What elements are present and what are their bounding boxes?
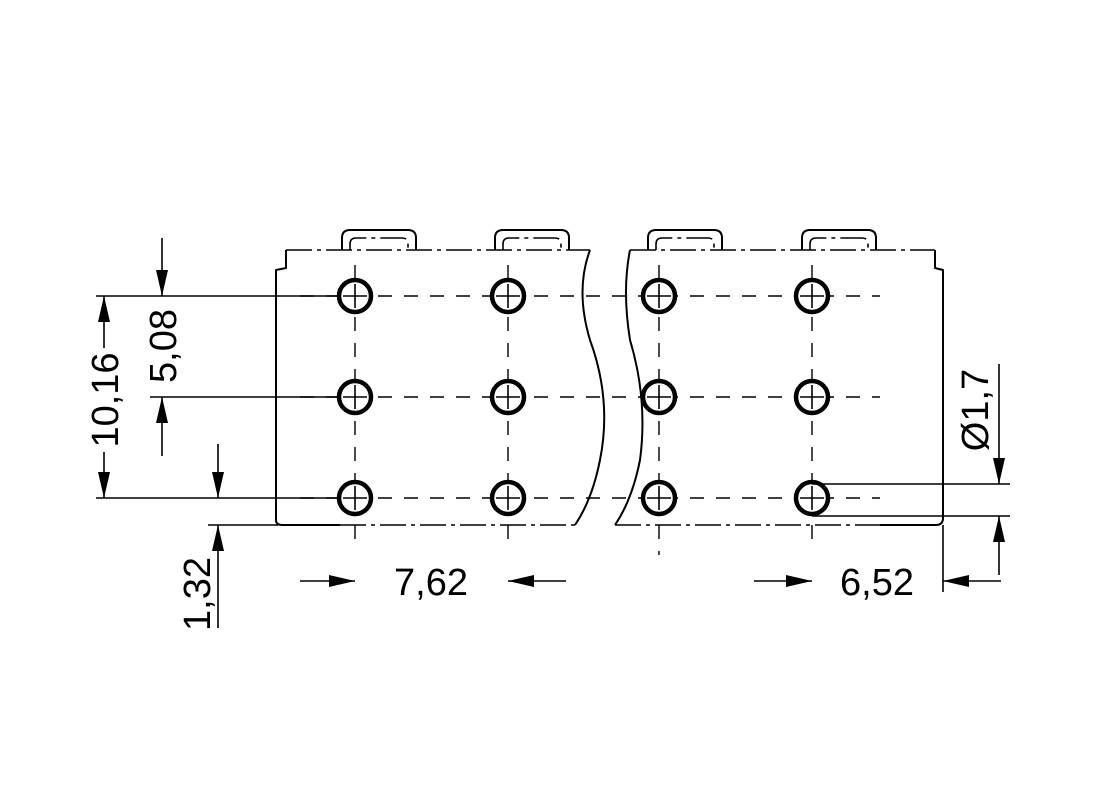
dimension-label-6-52: 6,52 — [840, 562, 914, 604]
pin-hole — [640, 277, 678, 315]
pin-hole — [489, 479, 527, 517]
pin-hole — [793, 479, 831, 517]
dimension-6-52: 6,52 — [754, 525, 1001, 604]
dimension-label-1-32: 1,32 — [177, 557, 219, 631]
pin-hole — [640, 479, 678, 517]
dimension-10-16: 10,16 — [85, 295, 340, 499]
dimension-1-32: 1,32 — [177, 444, 278, 631]
dimension-7-62: 7,62 — [300, 562, 566, 604]
pin-hole — [336, 378, 374, 416]
pin-hole — [640, 378, 678, 416]
hole-grid — [336, 277, 831, 517]
pin-hole — [336, 277, 374, 315]
pin-hole — [489, 378, 527, 416]
center-lines — [300, 265, 880, 555]
dimension-label-7-62: 7,62 — [394, 562, 468, 604]
dimension-hole-diameter: Ø1,7 — [812, 364, 1010, 575]
dimension-label-10-16: 10,16 — [85, 352, 127, 447]
pin-hole — [489, 277, 527, 315]
housing-outline-left — [275, 229, 590, 526]
dimension-label-hole-diameter: Ø1,7 — [955, 369, 997, 451]
dimension-5-08: 5,08 — [143, 238, 340, 456]
pin-hole — [793, 378, 831, 416]
break-lines — [574, 249, 644, 526]
pin-hole — [793, 277, 831, 315]
dimension-label-5-08: 5,08 — [143, 309, 185, 383]
pin-hole — [336, 479, 374, 517]
